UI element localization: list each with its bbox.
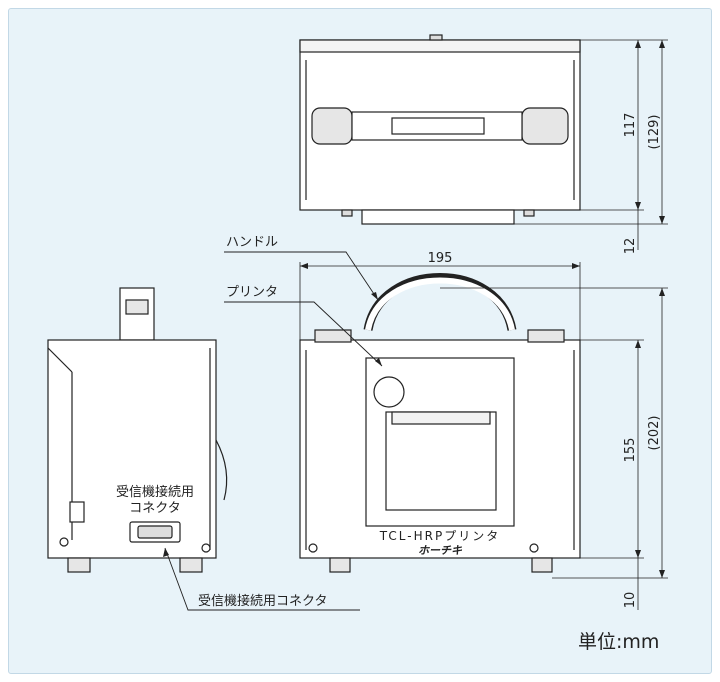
label-unit: 単位:mm	[578, 631, 659, 653]
front-foot-right	[531, 557, 553, 573]
paper-cover	[385, 411, 497, 511]
arrowheads	[163, 40, 665, 578]
dim-front-total: (202)	[647, 416, 662, 451]
top-handle-grip-left	[311, 107, 353, 145]
label-printer: プリンタ	[226, 285, 278, 300]
front-handle	[363, 273, 517, 331]
side-switch	[69, 501, 85, 523]
top-view-knob	[429, 34, 443, 41]
front-foot-left	[329, 557, 351, 573]
printer-button	[373, 376, 405, 408]
top-view-base	[361, 209, 515, 225]
top-view	[299, 34, 581, 225]
callout-lines	[164, 251, 383, 611]
label-connector-panel-line1: 受信機接続用	[116, 484, 194, 500]
label-connector-panel-line2: コネクタ	[129, 501, 180, 516]
side-view	[47, 287, 228, 573]
brand-logo: ホーチキ	[418, 544, 463, 557]
dim-top-feet: 12	[623, 238, 638, 255]
label-model: TCL-HRPプリンタ	[379, 529, 500, 543]
top-view-rim	[299, 39, 581, 53]
front-view-dimensions	[299, 262, 668, 610]
dim-front-width: 195	[428, 251, 453, 266]
dim-front-height: 155	[623, 438, 638, 463]
side-foot-left	[67, 557, 91, 573]
dim-top-total: (129)	[647, 115, 662, 150]
dim-top-height: 117	[623, 113, 638, 138]
top-view-dimensions	[514, 39, 668, 250]
front-view	[299, 273, 581, 573]
side-foot-right	[179, 557, 203, 573]
top-handle-slot	[391, 117, 485, 135]
label-handle: ハンドル	[226, 235, 278, 250]
label-connector-callout: 受信機接続用コネクタ	[198, 593, 327, 609]
dim-front-feet: 10	[623, 592, 638, 609]
top-handle-grip-right	[521, 107, 569, 145]
